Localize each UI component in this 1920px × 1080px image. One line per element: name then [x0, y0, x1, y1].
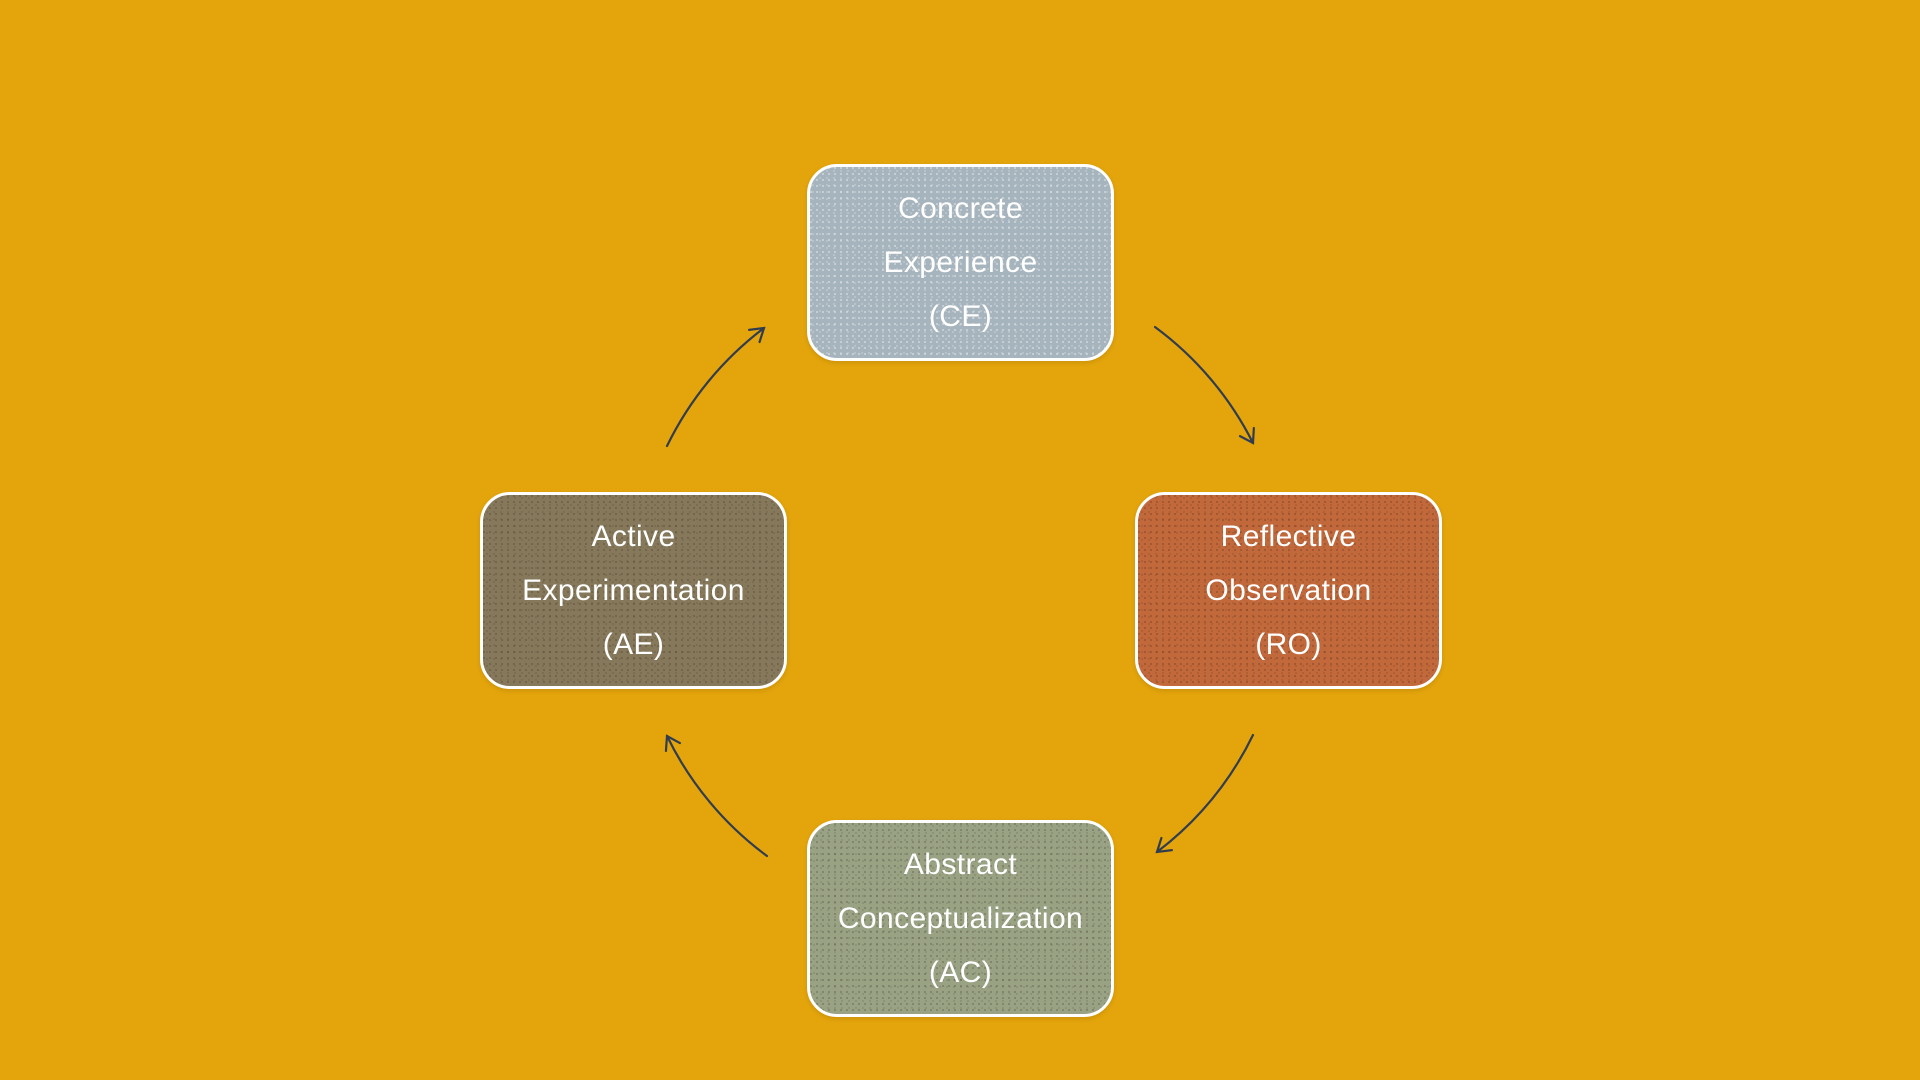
arrow-ro-to-ac — [1155, 733, 1255, 854]
node-concrete-experience: Concrete Experience (CE) — [807, 164, 1114, 361]
node-label-line: Experimentation — [522, 573, 745, 607]
node-label-line: Reflective — [1220, 519, 1357, 553]
node-label-line: Observation — [1205, 573, 1372, 607]
node-label-line: Concrete — [898, 191, 1023, 225]
node-active-experimentation: Active Experimentation (AE) — [480, 492, 787, 689]
arrow-ce-to-ro — [1153, 325, 1255, 445]
node-label-line: Active — [591, 519, 676, 553]
node-label-line: (AE) — [602, 627, 665, 661]
arrow-ae-to-ce — [665, 326, 766, 448]
node-label-line: Experience — [883, 245, 1038, 279]
node-label-line: Conceptualization — [837, 901, 1084, 935]
node-label-line: (RO) — [1255, 627, 1322, 661]
node-label-line: (AC) — [928, 955, 993, 989]
node-label-line: Abstract — [903, 847, 1018, 881]
node-reflective-observation: Reflective Observation (RO) — [1135, 492, 1442, 689]
node-label-line: (CE) — [928, 299, 993, 333]
arrow-ac-to-ae — [664, 734, 769, 858]
node-abstract-conceptualization: Abstract Conceptualization (AC) — [807, 820, 1114, 1017]
